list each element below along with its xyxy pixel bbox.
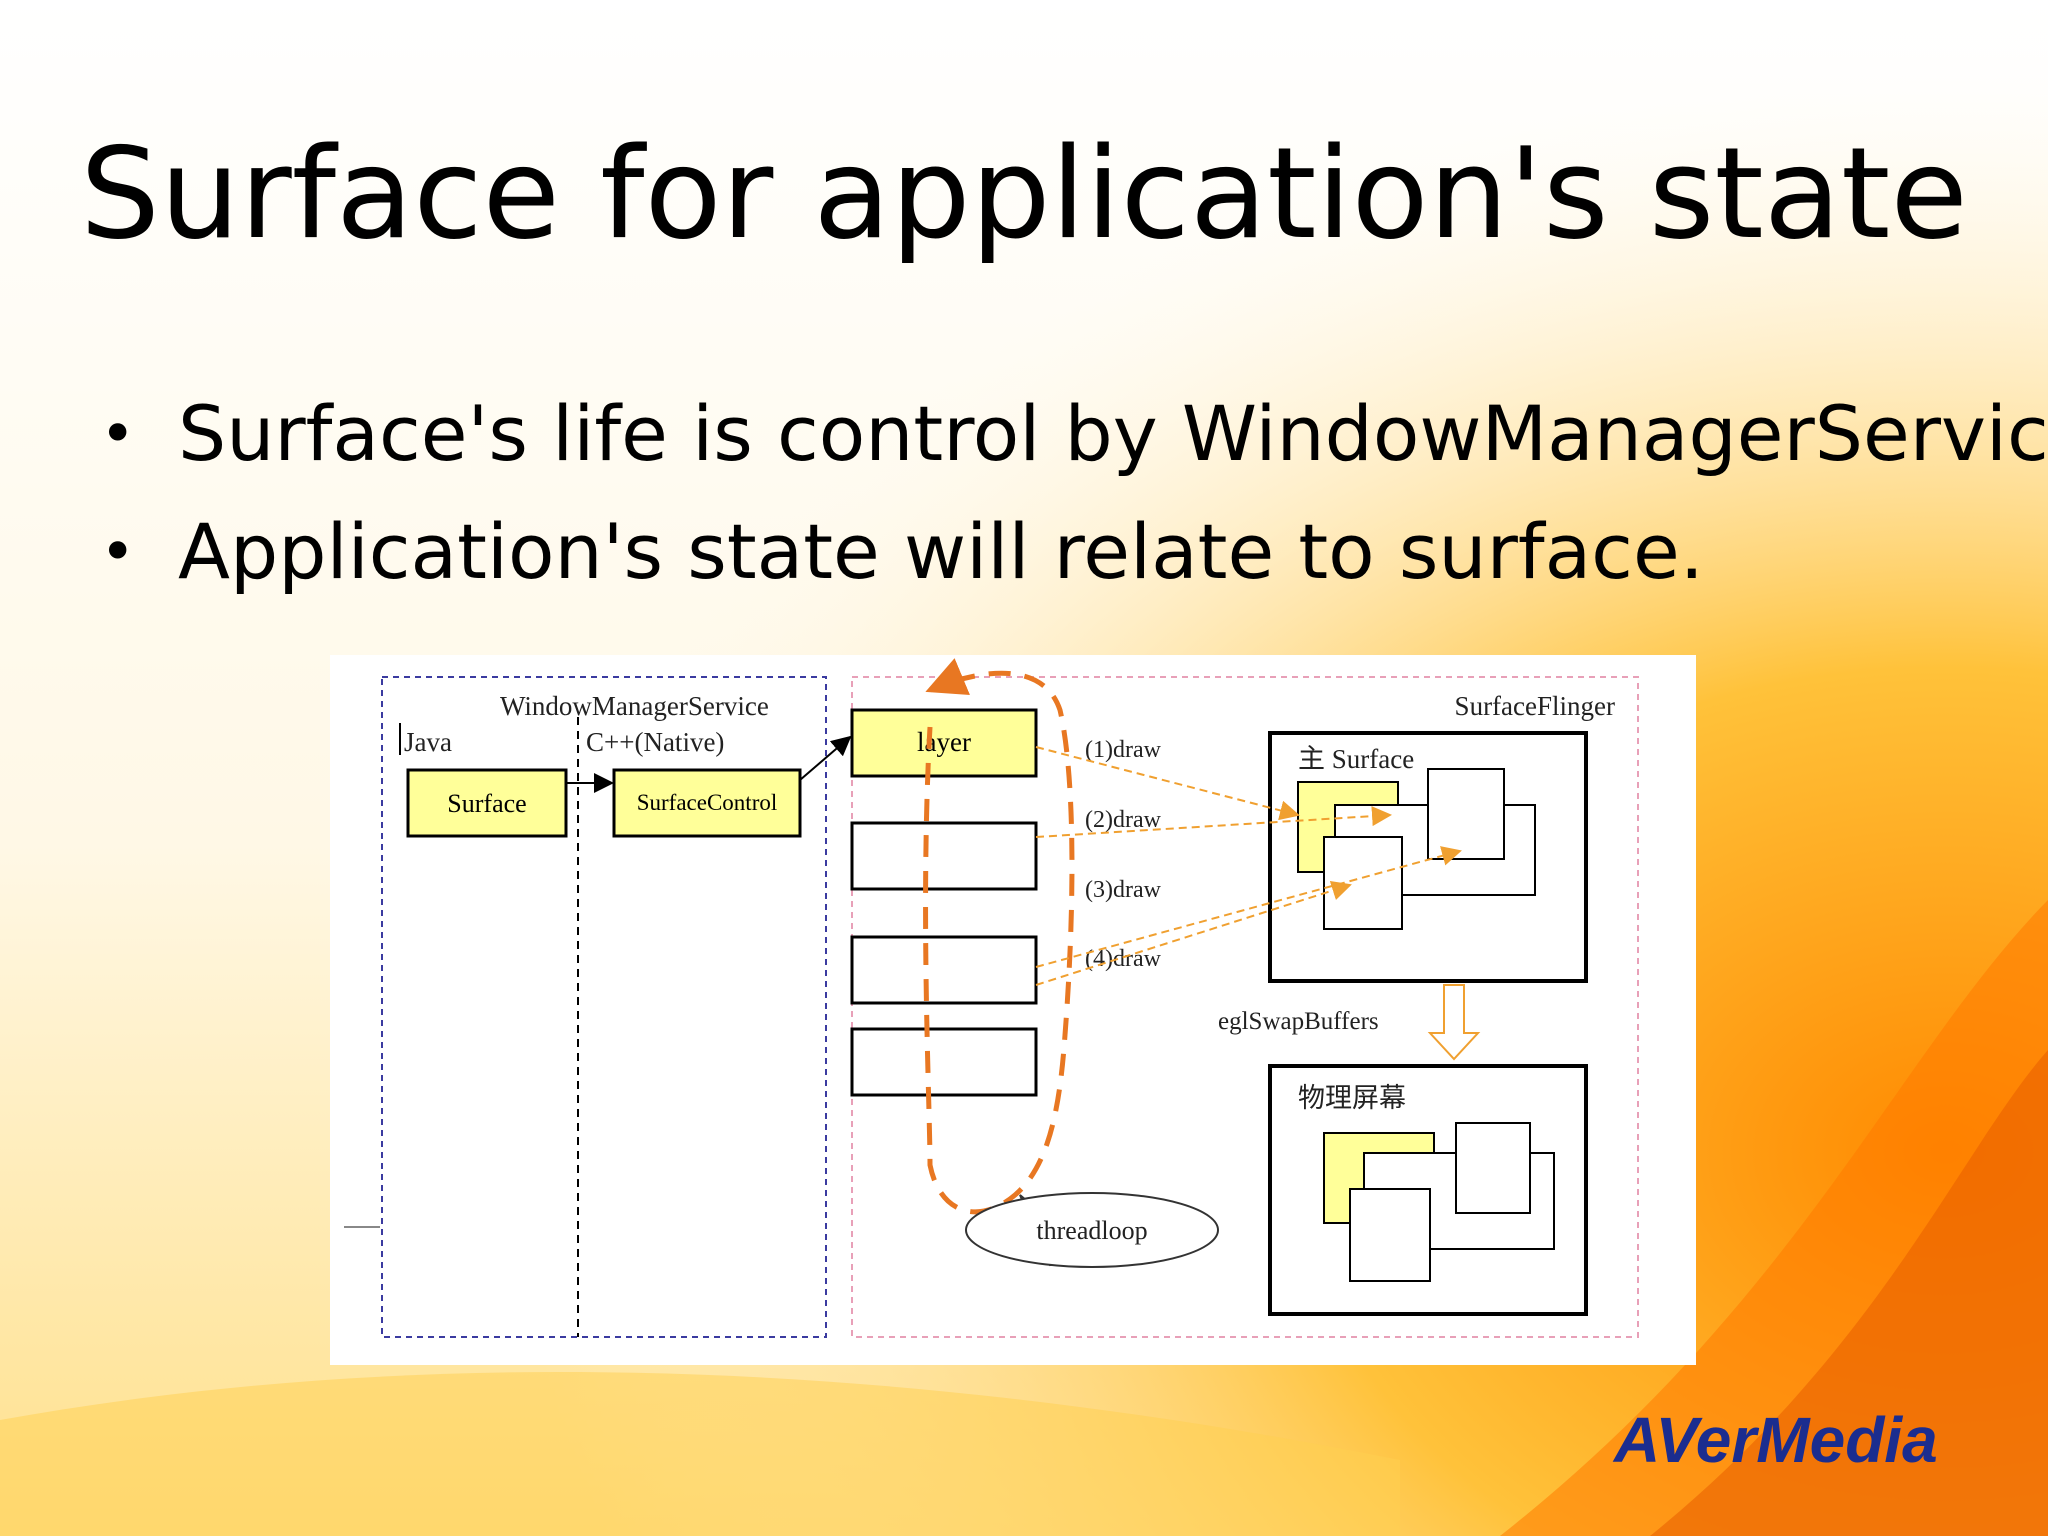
wms-label: WindowManagerService: [500, 691, 769, 721]
slide-title: Surface for application's state: [80, 120, 1968, 267]
native-label: C++(Native): [586, 727, 724, 757]
surfacecontrol-box: [612, 768, 802, 838]
surfacecontrol-box-label: SurfaceControl: [637, 790, 778, 815]
threadloop-path: [923, 658, 1075, 1215]
draw-arrow-3: [1035, 846, 1462, 968]
screen-label: 物理屏幕: [1298, 1083, 1406, 1113]
bullet-text: Surface's life is control by WindowManag…: [178, 389, 2048, 478]
layer-box: [850, 708, 1038, 778]
bullet-item: • Application's state will relate to sur…: [100, 493, 2048, 611]
draw-arrow-2: [1035, 806, 1392, 838]
screen-window-c: [1455, 1122, 1531, 1214]
threadloop-label: threadloop: [1036, 1216, 1147, 1245]
egl-label: eglSwapBuffers: [1218, 1008, 1379, 1035]
bullet-text: Application's state will relate to surfa…: [178, 507, 1704, 596]
control-to-layer-arrow: [799, 735, 852, 781]
main-surface-window-d: [1323, 836, 1403, 930]
bullet-list: • Surface's life is control by WindowMan…: [100, 375, 2048, 611]
avermedia-logo: AVerMedia: [1612, 1404, 1938, 1476]
layer-box-label: layer: [917, 727, 971, 757]
draw-label-1: (1)draw: [1085, 737, 1162, 763]
bullet-dot-icon: •: [100, 399, 136, 469]
surface-box-label: Surface: [447, 789, 526, 818]
java-label: Java: [404, 727, 452, 757]
draw-label-2: (2)draw: [1085, 807, 1162, 833]
bullet-dot-icon: •: [100, 517, 136, 587]
main-surface-window-c: [1427, 768, 1505, 860]
surface-architecture-diagram: WindowManagerService Java C++(Native) Su…: [330, 655, 1696, 1365]
logo-wordmark: AVerMedia: [1612, 1404, 1938, 1476]
bullet-item: • Surface's life is control by WindowMan…: [100, 375, 2048, 493]
layer-box-3: [850, 935, 1038, 1005]
draw-label-4: (4)draw: [1085, 946, 1162, 972]
screen-window-d: [1349, 1188, 1431, 1282]
layer-box-4: [850, 1027, 1038, 1097]
draw-arrow-1: [1035, 746, 1300, 821]
wms-region: [381, 676, 827, 1338]
bubble-joint-mask: [1020, 1203, 1080, 1215]
layer-box-2: [850, 821, 1038, 891]
surface-box: [406, 768, 568, 838]
draw-label-3: (3)draw: [1085, 877, 1162, 903]
draw-arrow-4: [1035, 880, 1352, 986]
main-surface-label: 主 Surface: [1298, 744, 1414, 774]
surfaceflinger-label: SurfaceFlinger: [1455, 691, 1615, 721]
swap-arrow-icon: [1427, 984, 1481, 1061]
surfaceflinger-region: [851, 676, 1639, 1338]
